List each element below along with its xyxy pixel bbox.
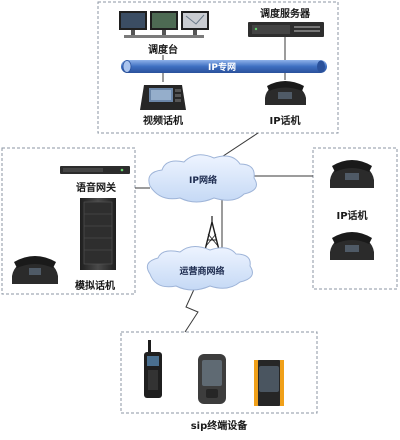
left-gateway-box (1, 147, 136, 295)
ip-phone-right-label: IP话机 (336, 209, 367, 222)
video-phone (140, 85, 186, 110)
ip-network-cloud (148, 154, 257, 203)
carrier-network-cloud (146, 246, 253, 291)
dispatch-server-label: 调度服务器 (260, 7, 311, 20)
carrier-network-label: 运营商网络 (179, 265, 224, 277)
ip-private-net-bus (121, 60, 327, 73)
ip-private-net-label: IP专网 (208, 61, 236, 73)
sip-terminal-box (120, 331, 318, 414)
sip-terminals-label: sip终端设备 (191, 419, 249, 432)
dispatch-center-box (97, 1, 339, 134)
dispatch-console (119, 11, 209, 38)
ip-phone-right-1 (330, 160, 374, 188)
sip-rugged-phone-orange (254, 360, 284, 406)
voice-gateway (60, 166, 130, 174)
video-phone-label: 视频话机 (143, 114, 183, 127)
sip-rugged-phone-grey (198, 354, 226, 404)
ip-network-label: IP网络 (189, 174, 217, 186)
right-ip-phone-box (312, 147, 398, 290)
analog-phone-label: 模拟话机 (75, 279, 115, 292)
voice-gateway-label: 语音网关 (76, 181, 116, 194)
sip-radio-handset (144, 340, 162, 398)
dispatch-console-label: 调度台 (148, 43, 178, 56)
ip-phone-top-label: IP话机 (269, 114, 300, 127)
dispatch-server (248, 22, 324, 37)
wireless-link (184, 284, 199, 333)
ip-phone-right-2 (330, 232, 374, 260)
ip-phone-top (265, 81, 306, 105)
analog-phone (12, 256, 58, 284)
server-rack (80, 198, 116, 270)
